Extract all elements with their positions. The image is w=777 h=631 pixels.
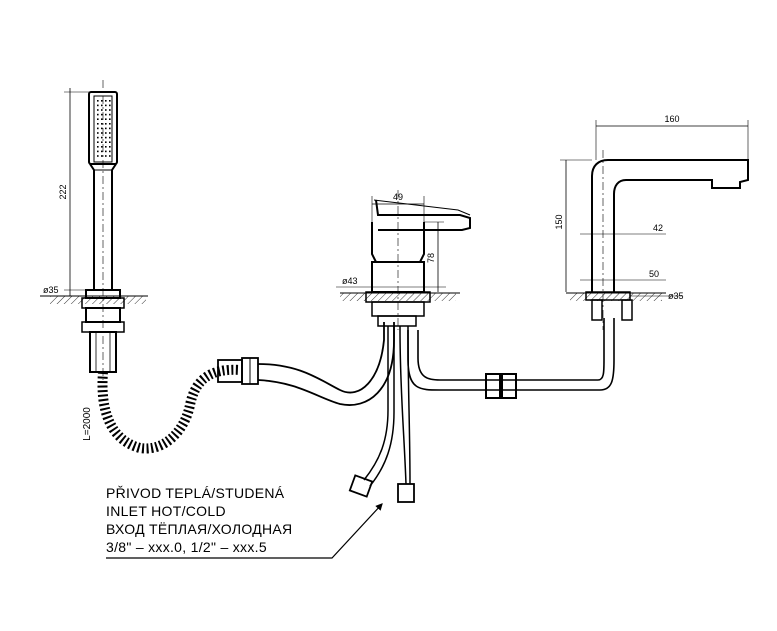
spout-42-label: 42 xyxy=(653,223,663,233)
note-line-1: PŘIVOD TEPLÁ/STUDENÁ xyxy=(106,485,285,501)
mixer-diameter-label: ø43 xyxy=(342,276,358,286)
note-line-4: 3/8" – xxx.0, 1/2" – xxx.5 xyxy=(106,539,267,555)
dimension-spout-reach: 160 xyxy=(595,114,749,160)
spout-diameter-label: ø35 xyxy=(668,291,684,301)
dimension-mixer-width: 49 xyxy=(371,192,425,222)
dimension-spout-diameter: ø35 xyxy=(630,291,684,301)
spout-50-label: 50 xyxy=(649,269,659,279)
hand-shower xyxy=(40,80,148,380)
dimension-spout-height: 150 xyxy=(554,159,592,292)
mixer-width-label: 49 xyxy=(393,192,403,202)
dimension-spout-42: 42 xyxy=(580,223,666,235)
spout-reach-label: 160 xyxy=(664,114,679,124)
dimension-mixer-diameter: ø43 xyxy=(336,276,446,288)
note-line-3: ВХОД ТЁПЛАЯ/ХОЛОДНАЯ xyxy=(106,521,292,537)
dimension-spout-50: 50 xyxy=(580,269,666,281)
mixer-height-label: 78 xyxy=(426,253,436,263)
spout xyxy=(566,150,749,330)
hose-length-label: L=2000 xyxy=(82,407,93,441)
inlet-note: PŘIVOD TEPLÁ/STUDENÁ INLET HOT/COLD ВХОД… xyxy=(106,485,383,559)
spout-height-label: 150 xyxy=(554,214,564,229)
mixer xyxy=(340,190,471,330)
note-line-2: INLET HOT/COLD xyxy=(106,503,226,519)
shower-diameter-label: ø35 xyxy=(43,285,59,295)
dimension-shower-height: 222 xyxy=(58,88,90,296)
shower-hose xyxy=(97,322,395,454)
dimension-mixer-height: 78 xyxy=(424,221,444,292)
supply-hoses xyxy=(348,326,415,503)
shower-height-label: 222 xyxy=(58,184,68,199)
spout-hose xyxy=(407,318,615,399)
